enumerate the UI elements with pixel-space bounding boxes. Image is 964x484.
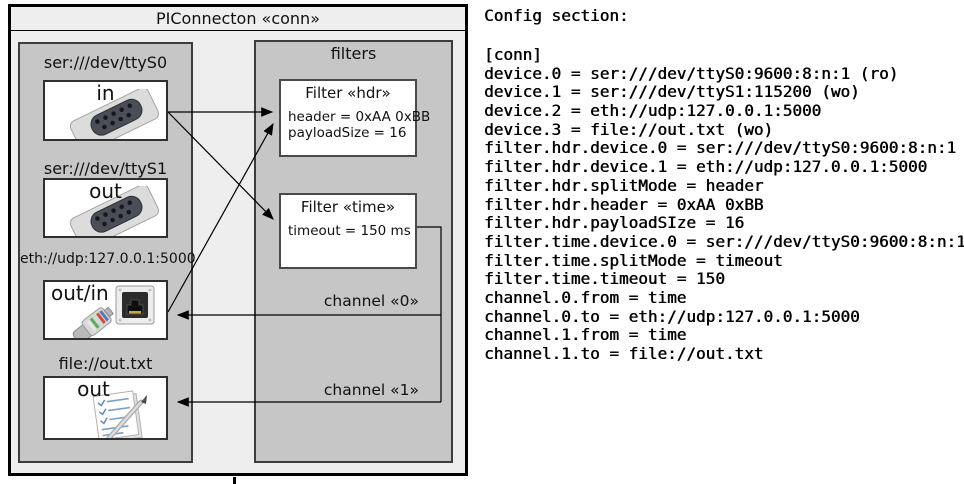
config-line: device.2 = eth://udp:127.0.0.1:5000 <box>484 101 822 121</box>
device-box-ttys0: in <box>43 80 168 141</box>
config-line: filter.hdr.header = 0xAA 0xBB <box>484 194 764 214</box>
config-heading: Config section: <box>484 6 629 25</box>
ethernet-jack-icon <box>115 285 155 325</box>
bottom-tick <box>233 477 236 484</box>
filter-param: header = 0xAA 0xBB <box>288 109 431 125</box>
config-line: channel.0.to = eth://udp:127.0.0.1:5000 <box>484 306 860 326</box>
filter-time-title: Filter «time» <box>300 198 396 216</box>
serial-connector-icon <box>69 89 160 139</box>
device-box-file: out <box>43 376 168 440</box>
ethernet-plug-cable-icon <box>65 306 114 338</box>
filter-hdr-box: Filter «hdr» header = 0xAA 0xBB payloadS… <box>279 79 430 157</box>
filter-time-params: timeout = 150 ms <box>288 223 411 240</box>
config-line: filter.time.device.0 = ser:///dev/ttyS0:… <box>484 231 964 251</box>
config-line: filter.hdr.payloadSIze = 16 <box>484 213 745 233</box>
device-label-ttys1: ser:///dev/ttyS1 <box>43 159 168 178</box>
device-label-eth: eth://udp:127.0.0.1:5000 <box>20 251 196 267</box>
config-line: filter.hdr.splitMode = header <box>484 175 764 195</box>
device-label-ttys0: ser:///dev/ttyS0 <box>43 53 168 72</box>
config-line: channel.1.to = file://out.txt <box>484 344 764 363</box>
config-line: filter.time.timeout = 150 <box>484 269 725 289</box>
config-line: [conn] <box>484 45 542 64</box>
filter-param: timeout = 150 ms <box>288 223 411 239</box>
config-line: channel.0.from = time <box>484 287 687 307</box>
device-direction: out <box>77 377 110 401</box>
config-line: device.1 = ser:///dev/ttyS1:115200 (wo) <box>484 82 860 102</box>
filters-panel-title: filters <box>330 44 377 63</box>
device-box-eth: out/in <box>43 280 168 340</box>
config-line: filter.time.splitMode = timeout <box>484 250 783 270</box>
filters-panel: filters Filter «hdr» header = 0xAA 0xBB … <box>254 40 453 463</box>
device-direction: in <box>96 81 115 105</box>
notepad-icon <box>92 390 147 438</box>
config-line: device.0 = ser:///dev/ttyS0:9600:8:n:1 (… <box>484 63 899 83</box>
config-section: Config section: [conn] device.0 = ser://… <box>484 6 964 364</box>
channel-1-label: channel «1» <box>323 381 419 399</box>
diagram-title: PIConnecton «conn» <box>11 7 465 31</box>
config-line: channel.1.from = time <box>484 325 687 345</box>
connector-diagram: PIConnecton «conn» ser:///dev/ttyS0 <box>8 4 468 484</box>
channel-0-label: channel «0» <box>323 292 419 310</box>
config-line: filter.hdr.device.0 = ser:///dev/ttyS0:9… <box>484 138 957 158</box>
filter-hdr-title: Filter «hdr» <box>305 84 391 102</box>
config-line: device.3 = file://out.txt (wo) <box>484 119 773 139</box>
device-direction: out/in <box>51 281 109 305</box>
config-line: filter.hdr.device.1 = eth://udp:127.0.0.… <box>484 157 928 177</box>
serial-connector-icon <box>69 186 160 236</box>
devices-panel: ser:///dev/ttyS0 in <box>18 42 196 463</box>
device-box-ttys1: out <box>43 178 168 238</box>
filter-time-box: Filter «time» timeout = 150 ms <box>279 193 417 269</box>
filter-param: payloadSize = 16 <box>288 124 407 141</box>
device-direction: out <box>89 179 122 203</box>
filter-hdr-params: header = 0xAA 0xBB payloadSize = 16 <box>288 109 431 141</box>
config-lines: [conn] device.0 = ser:///dev/ttyS0:9600:… <box>484 45 964 364</box>
device-label-file: file://out.txt <box>58 354 153 373</box>
